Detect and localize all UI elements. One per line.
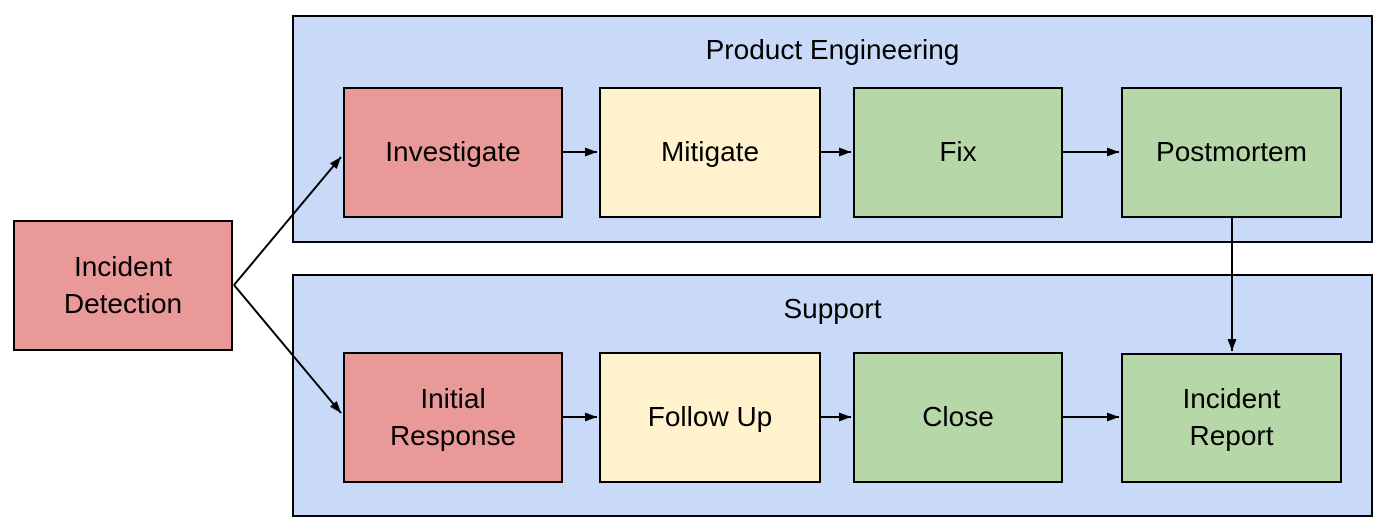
node-incident-report: Incident Report bbox=[1121, 353, 1342, 483]
node-follow-up: Follow Up bbox=[599, 352, 821, 483]
node-initial-response-label: Initial Response bbox=[389, 382, 517, 451]
lane-title-support: Support bbox=[783, 293, 882, 324]
lane-title-product-engineering: Product Engineering bbox=[705, 34, 960, 65]
node-incident-detection-label: Incident Detection bbox=[63, 250, 183, 319]
node-follow-up-label: Follow Up bbox=[647, 401, 773, 433]
node-postmortem-label: Postmortem bbox=[1156, 136, 1307, 168]
node-incident-report-label: Incident Report bbox=[1182, 383, 1281, 451]
node-initial-response: Initial Response bbox=[343, 352, 563, 483]
node-fix-label: Fix bbox=[939, 136, 977, 168]
node-postmortem: Postmortem bbox=[1121, 87, 1342, 218]
node-mitigate: Mitigate bbox=[599, 87, 821, 218]
node-mitigate-label: Mitigate bbox=[660, 136, 760, 168]
node-close: Close bbox=[853, 352, 1063, 483]
node-investigate-label: Investigate bbox=[385, 136, 521, 168]
node-fix: Fix bbox=[853, 87, 1063, 218]
node-incident-detection: Incident Detection bbox=[13, 220, 233, 351]
node-investigate: Investigate bbox=[343, 87, 563, 218]
node-close-label: Close bbox=[922, 401, 994, 433]
